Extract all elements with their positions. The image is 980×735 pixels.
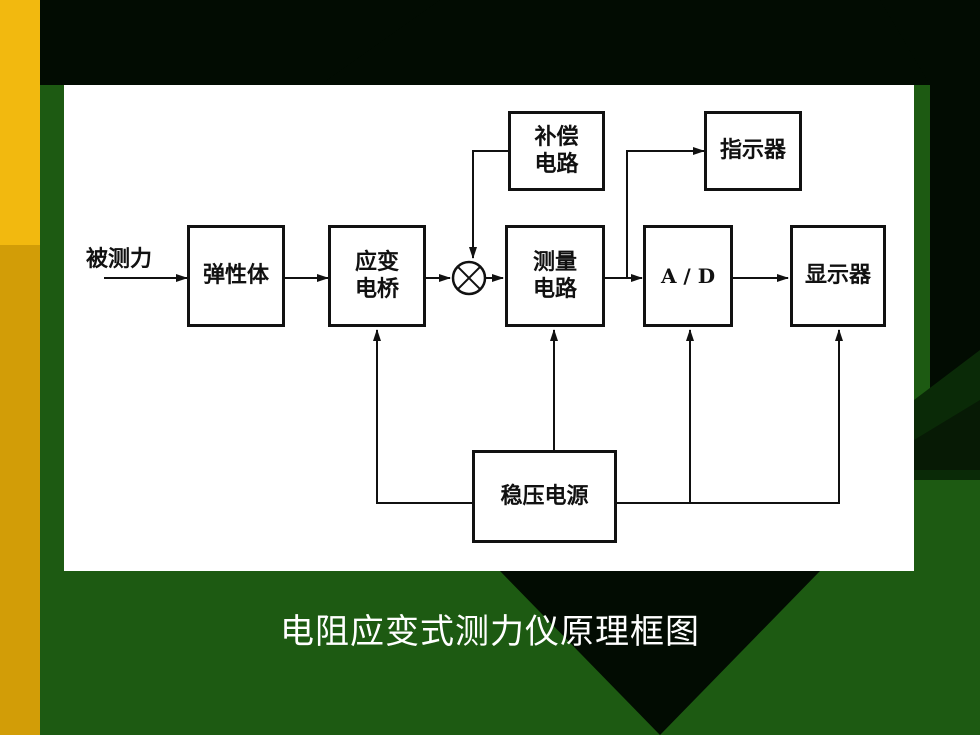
input-force-label: 被测力 — [86, 246, 153, 272]
accent-bar-bottom — [0, 245, 40, 735]
diagram-caption: 电阻应变式测力仪原理框图 — [280, 612, 700, 652]
power-line-right — [617, 329, 843, 504]
block-elastic-body: 弹性体 — [187, 225, 285, 327]
connector-lines — [104, 147, 843, 504]
block-compensation-circuit: 补偿 电路 — [508, 111, 605, 191]
block-strain-bridge: 应变 电桥 — [328, 225, 426, 327]
block-ad-converter: A / D — [643, 225, 733, 327]
arrow-branch-indicator — [626, 147, 705, 278]
accent-bar-top — [0, 0, 40, 245]
block-measurement-circuit: 测量 电路 — [505, 225, 605, 327]
block-diagram: 被测力 弹性体 应变 电桥 补偿 电路 测量 电路 指示器 A / D 显示器 … — [64, 85, 914, 571]
block-regulated-power-supply: 稳压电源 — [472, 450, 617, 543]
block-display: 显示器 — [790, 225, 886, 327]
block-indicator: 指示器 — [704, 111, 802, 191]
arrow-compensation-junction — [469, 150, 508, 259]
power-line-bridge — [373, 329, 472, 504]
